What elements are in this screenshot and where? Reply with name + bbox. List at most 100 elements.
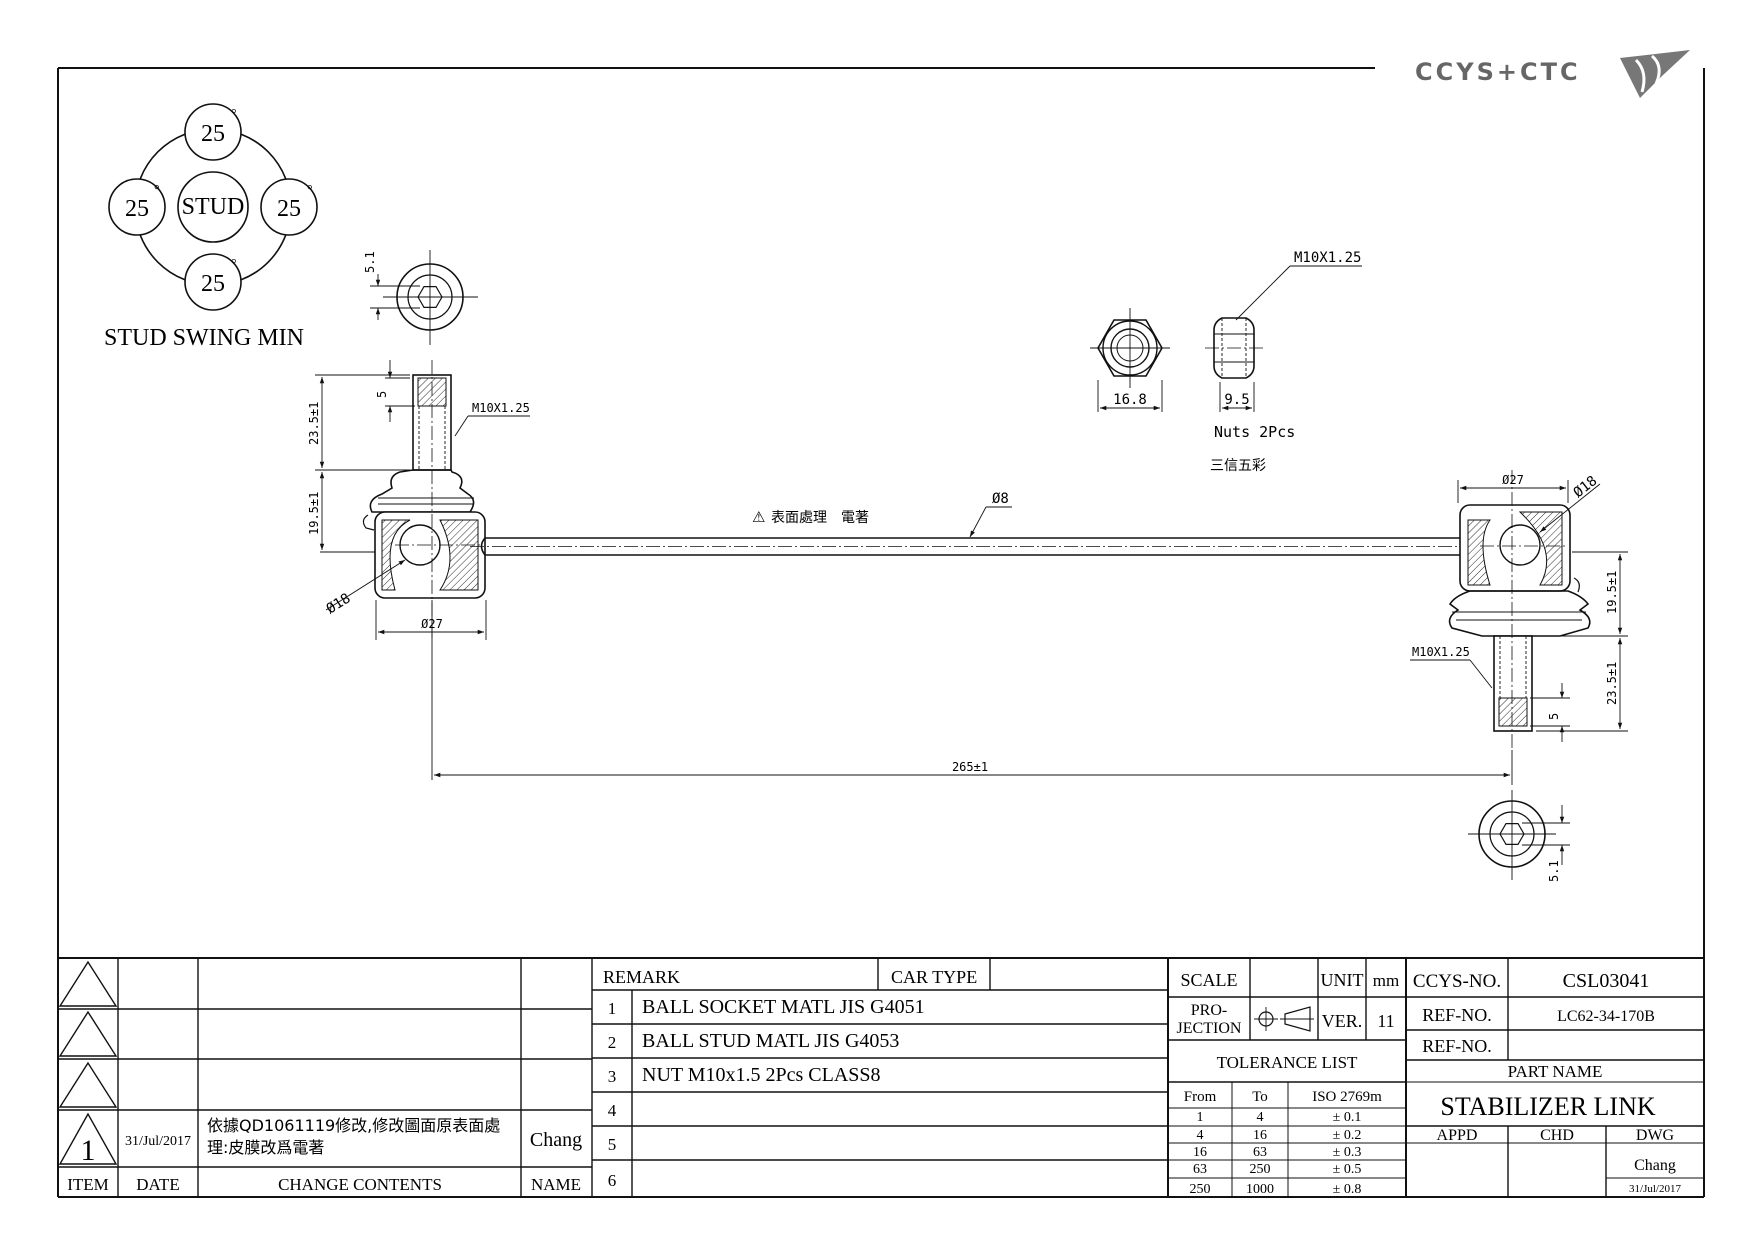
svg-text:2: 2 xyxy=(608,1033,617,1052)
nuts-qty-note: Nuts 2Pcs xyxy=(1214,423,1295,441)
ccys-no-label: CCYS-NO. xyxy=(1413,971,1501,992)
swing-angle-bottom: 25 xyxy=(201,271,225,297)
drawn-date: 31/Jul/2017 xyxy=(1629,1183,1681,1195)
projection-label-1: PRO- xyxy=(1191,1002,1227,1019)
svg-text:To: To xyxy=(1252,1089,1268,1105)
spec-table: SCALE UNIT mm PRO- JECTION VER. 11 TOLER… xyxy=(1168,958,1407,1197)
rev-header-name: NAME xyxy=(531,1175,581,1194)
svg-text:ISO 2769m: ISO 2769m xyxy=(1312,1089,1382,1105)
projection-symbol-icon xyxy=(1254,1006,1314,1032)
svg-text:± 0.8: ± 0.8 xyxy=(1333,1182,1362,1197)
company-logo: CCYS+CTC xyxy=(1415,50,1690,98)
ver-label: VER. xyxy=(1322,1011,1363,1031)
body-height-left: 19.5±1 xyxy=(307,492,321,535)
remark-item-1: BALL SOCKET MATL JIS G4051 xyxy=(642,996,925,1018)
unit-label: UNIT xyxy=(1321,970,1364,990)
svg-text:4: 4 xyxy=(1197,1128,1204,1143)
stud-length-right: 23.5±1 xyxy=(1605,662,1619,705)
rev-item-1: 1 xyxy=(81,1134,96,1167)
svg-text:± 0.3: ± 0.3 xyxy=(1333,1145,1362,1160)
ref-no-label-1: REF-NO. xyxy=(1422,1005,1492,1025)
ccys-no-value: CSL03041 xyxy=(1563,970,1650,992)
left-stud-top-view: 5.1 xyxy=(363,250,478,345)
tolerance-title: TOLERANCE LIST xyxy=(1217,1053,1358,1072)
svg-text:± 0.1: ± 0.1 xyxy=(1333,1110,1362,1125)
ball-dia-left: Ø18 xyxy=(324,590,354,617)
left-ball-joint xyxy=(362,360,486,780)
rev-header-change: CHANGE CONTENTS xyxy=(278,1175,442,1194)
ver-value: 11 xyxy=(1377,1011,1394,1031)
svg-text:4: 4 xyxy=(1257,1110,1264,1125)
svg-text:63: 63 xyxy=(1253,1145,1267,1160)
sheet-border xyxy=(57,67,1705,1198)
right-dimensions: Ø27 Ø18 19.5±1 23.5±1 5 M10X1.25 xyxy=(1410,473,1628,742)
unit-value: mm xyxy=(1373,971,1399,990)
svg-text:1000: 1000 xyxy=(1246,1182,1274,1197)
part-name-label: PART NAME xyxy=(1508,1062,1603,1081)
right-stud-bottom-view: 5.1 xyxy=(1468,790,1570,882)
chd-label: CHD xyxy=(1540,1127,1574,1144)
nut-thread-label: M10X1.25 xyxy=(1294,250,1361,266)
svg-text:1: 1 xyxy=(1197,1110,1204,1125)
svg-text:250: 250 xyxy=(1250,1162,1271,1177)
thread-label-right: M10X1.25 xyxy=(1412,645,1470,659)
center-distance: 265±1 xyxy=(952,760,988,774)
svg-text:°: ° xyxy=(307,183,313,198)
rev-date-1: 31/Jul/2017 xyxy=(125,1134,191,1149)
hex-dim-right: 5.1 xyxy=(1547,860,1561,882)
nuts-maker-note: 三信五彩 xyxy=(1210,458,1266,474)
drawn-by: Chang xyxy=(1634,1157,1676,1174)
ref-no-value-1: LC62-34-170B xyxy=(1557,1008,1655,1025)
remark-table: REMARK CAR TYPE 1 2 3 4 5 6 BALL SOCKET … xyxy=(592,958,1169,1197)
surface-note: 表面處理 電著 xyxy=(771,510,869,526)
title-block: 1 31/Jul/2017 依據QD1061119修改,修改圖面原表面處 理:皮… xyxy=(58,957,1704,1197)
rev-header-item: ITEM xyxy=(67,1175,109,1194)
revision-table: 1 31/Jul/2017 依據QD1061119修改,修改圖面原表面處 理:皮… xyxy=(58,958,593,1197)
swing-angle-left: 25 xyxy=(125,196,149,222)
svg-text:°: ° xyxy=(154,183,160,198)
hex-dim-left: 5.1 xyxy=(363,251,377,273)
remark-header: REMARK xyxy=(603,967,680,987)
ball-dia-right: Ø18 xyxy=(1571,473,1601,501)
stud-length-left: 23.5±1 xyxy=(307,402,321,445)
svg-text:4: 4 xyxy=(608,1101,617,1120)
svg-text:°: ° xyxy=(231,107,237,122)
housing-dia-left: Ø27 xyxy=(421,617,443,631)
car-type-label: CAR TYPE xyxy=(891,967,977,987)
remark-item-3: NUT M10x1.5 2Pcs CLASS8 xyxy=(642,1064,881,1086)
svg-text:5: 5 xyxy=(608,1135,617,1154)
svg-text:± 0.5: ± 0.5 xyxy=(1333,1162,1362,1177)
rev-header-date: DATE xyxy=(136,1175,179,1194)
scale-label: SCALE xyxy=(1180,970,1237,990)
thread-length-right: 5 xyxy=(1547,713,1561,720)
stabilizer-rod xyxy=(470,537,1480,556)
dwg-label: DWG xyxy=(1636,1127,1675,1144)
svg-text:3: 3 xyxy=(608,1067,617,1086)
swing-angle-top: 25 xyxy=(201,121,225,147)
svg-text:6: 6 xyxy=(608,1171,617,1190)
projection-label-2: JECTION xyxy=(1177,1020,1242,1037)
svg-text:± 0.2: ± 0.2 xyxy=(1333,1128,1362,1143)
stud-label: STUD xyxy=(182,194,245,220)
housing-dia-right: Ø27 xyxy=(1502,473,1524,487)
svg-text:°: ° xyxy=(231,257,237,272)
nut-thickness-dim: 9.5 xyxy=(1224,392,1249,408)
right-ball-joint xyxy=(1448,470,1591,785)
rod-dimensions: 265±1 Ø8 ⚠ 表面處理 電著 xyxy=(434,491,1510,778)
rev-name-1: Chang xyxy=(530,1129,582,1151)
rev-change-1b: 理:皮膜改爲電著 xyxy=(207,1138,324,1157)
swing-title: STUD SWING MIN xyxy=(104,325,304,351)
body-height-right: 19.5±1 xyxy=(1605,571,1619,614)
rod-diameter: Ø8 xyxy=(992,491,1009,507)
thread-length-left: 5 xyxy=(375,391,389,398)
remark-item-2: BALL STUD MATL JIS G4053 xyxy=(642,1030,899,1052)
svg-text:250: 250 xyxy=(1190,1182,1211,1197)
appd-label: APPD xyxy=(1437,1127,1478,1144)
nut-views: 16.8 9.5 M10X1.25 Nuts 2Pcs 三信五彩 xyxy=(1090,250,1362,474)
svg-text:16: 16 xyxy=(1253,1128,1267,1143)
stud-swing-diagram: STUD 25 25 25 25 ° ° ° ° STUD SWING MIN xyxy=(104,103,318,351)
svg-text:16: 16 xyxy=(1193,1145,1207,1160)
logo-text: CCYS+CTC xyxy=(1415,58,1581,86)
nut-across-dim: 16.8 xyxy=(1113,392,1147,408)
